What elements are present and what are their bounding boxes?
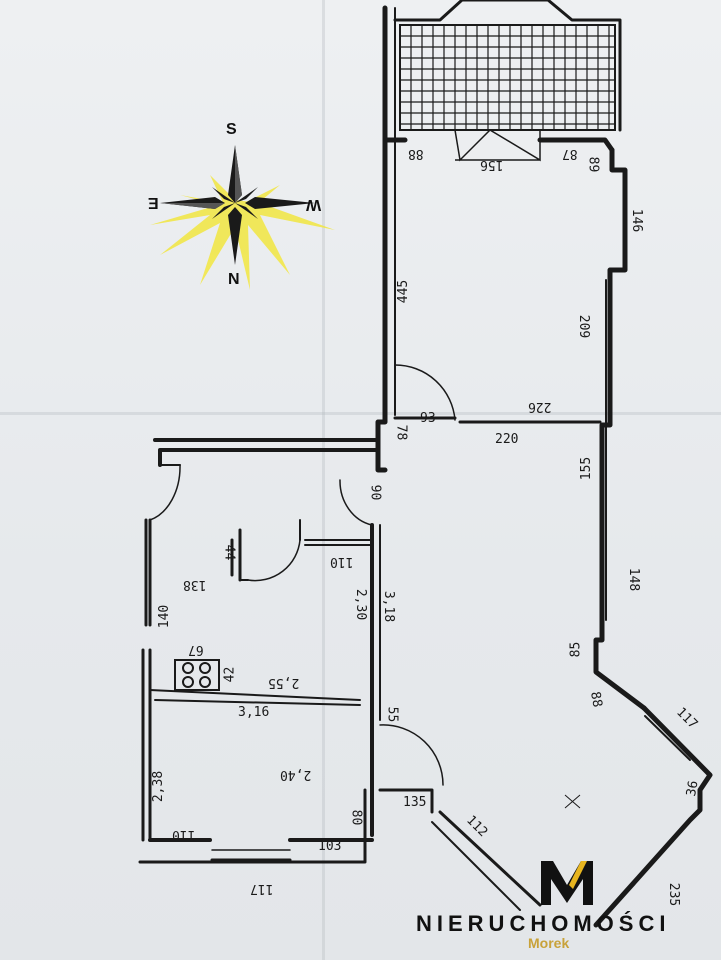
dim-balcony-right: 87 [562, 146, 578, 161]
dim-wall-85: 85 [568, 641, 584, 658]
dim-wall-110-top: 110 [330, 554, 354, 569]
dim-wall-90: 90 [367, 484, 383, 501]
compass-rose: S N E W [140, 115, 340, 305]
dim-kitchen-316: 3,16 [238, 705, 270, 720]
compass-east-label: E [148, 194, 159, 211]
dim-wall-103: 103 [318, 839, 342, 854]
brand-logo: NIERUCHOMOŚCI Morek [412, 855, 712, 955]
compass-star-icon [150, 145, 335, 290]
dim-bath-230: 2,30 [353, 588, 369, 621]
dim-balcony-corner: 89 [585, 156, 601, 173]
dim-wall-110-bottom: 110 [172, 827, 196, 842]
brand-name: NIERUCHOMOŚCI [416, 911, 671, 936]
dim-kitchen-67: 67 [188, 642, 204, 657]
dim-room-height: 445 [396, 279, 412, 304]
dim-window-148: 148 [626, 567, 642, 592]
dim-door-78: 78 [393, 424, 409, 441]
dim-door-width: 93 [420, 411, 436, 426]
dim-balcony-door: 156 [480, 157, 504, 172]
dim-wall-36: 36 [684, 779, 702, 798]
dim-wall-80: 80 [348, 809, 364, 826]
dim-bath-138: 138 [183, 577, 207, 592]
paper-fold-horizontal [0, 412, 721, 415]
dim-window-top: 146 [629, 208, 645, 233]
dim-kitchen-42: 42 [222, 666, 238, 683]
dim-wall-55: 55 [384, 706, 400, 723]
brand-subtitle: Morek [528, 935, 570, 951]
dim-wall-88: 88 [587, 690, 605, 709]
dim-room-238: 2,38 [151, 770, 167, 803]
compass-west-label: W [306, 196, 322, 213]
dim-wall-135: 135 [403, 795, 427, 810]
dim-bath-318: 3,18 [381, 590, 397, 623]
paper-fold-vertical [322, 0, 325, 960]
dim-bath-140: 140 [157, 604, 173, 629]
dim-room-240: 2,40 [280, 767, 312, 782]
dim-wall-226: 226 [528, 399, 552, 414]
dim-wall-155: 155 [579, 456, 595, 481]
dim-wall-220: 220 [495, 432, 519, 447]
dim-kitchen-255: 2,55 [268, 675, 300, 690]
compass-north-label: N [228, 271, 240, 288]
dim-balcony-left: 88 [408, 146, 424, 161]
compass-south-label: S [226, 121, 237, 138]
dim-window-bottom: 117 [250, 881, 274, 896]
dim-wall-right-upper: 209 [576, 314, 592, 339]
brand-m-icon [541, 861, 593, 905]
dim-wall-44: 44 [221, 544, 237, 561]
